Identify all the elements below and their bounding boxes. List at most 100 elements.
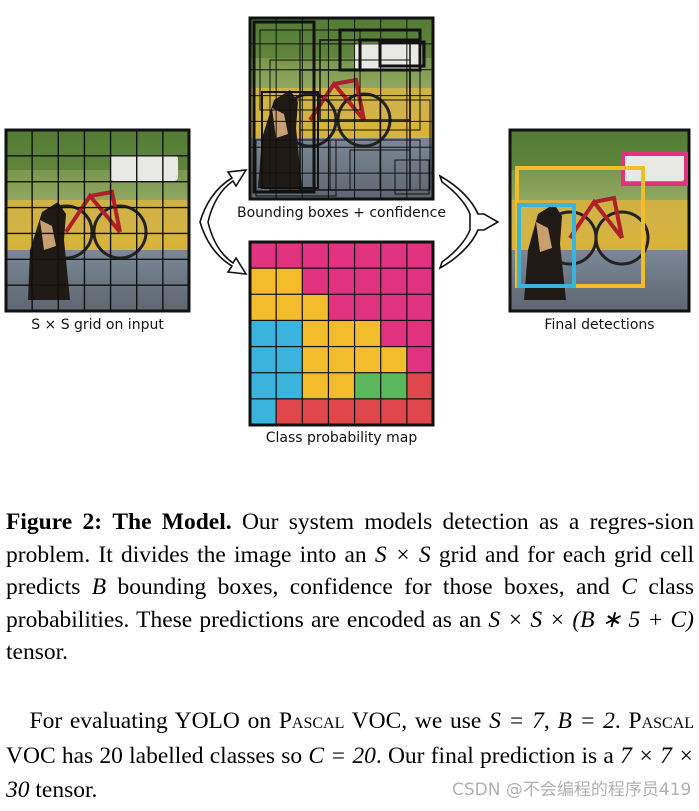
csdn-watermark: CSDN @不会编程的程序员419 [452, 780, 692, 800]
class-cell [353, 267, 382, 296]
classmap-label: Class probability map [265, 430, 418, 446]
class-cell [327, 293, 356, 322]
class-cell [380, 319, 408, 348]
class-cell [406, 345, 435, 374]
class-cell [301, 345, 330, 374]
class-cell [275, 267, 304, 296]
predicted-box [252, 20, 316, 194]
predicted-box [378, 40, 426, 68]
class-cell [353, 345, 382, 374]
input-grid [6, 130, 189, 311]
class-cell [249, 345, 278, 374]
class-cell [353, 398, 382, 427]
class-cell [327, 345, 356, 374]
class-cell [327, 372, 356, 400]
class-cell [406, 398, 435, 427]
caption-text-5: tensor. [6, 639, 69, 665]
class-cell [275, 345, 304, 374]
class-cell [249, 398, 278, 427]
class-cell [327, 241, 356, 270]
class-probability-map [249, 241, 435, 427]
class-cell [275, 293, 304, 322]
class-cell [249, 241, 278, 270]
class-cell [406, 267, 435, 296]
class-cell [301, 372, 330, 400]
detection-dog-box [517, 203, 576, 288]
caption-math-4: S × S × (B ∗ 5 + C) [488, 606, 694, 633]
class-cell [301, 398, 330, 427]
para-text-6: . Our final prediction is a [375, 742, 621, 769]
predicted-box [259, 29, 361, 111]
class-cell [380, 293, 408, 322]
classmap-panel-border [248, 240, 435, 427]
class-cell [249, 293, 278, 322]
boxes-panel-border [248, 16, 435, 201]
class-cell [353, 241, 382, 270]
boxes-label: Bounding boxes + confidence [237, 205, 446, 221]
final-panel-border [508, 128, 691, 313]
final-label: Final detections [544, 317, 655, 333]
class-cell [301, 241, 330, 270]
para-text-4: . [614, 708, 629, 734]
caption-math-2: B [91, 574, 107, 600]
caption-math-3: C [621, 574, 637, 600]
class-cell [406, 241, 435, 270]
predicted-box [394, 159, 430, 195]
class-cell [275, 372, 304, 400]
caption-text-4: class probabilities. These predictions a… [6, 574, 695, 633]
para-math-1: S = 7 [489, 708, 544, 734]
class-cell [327, 319, 356, 348]
class-cell [301, 293, 330, 322]
class-cell [353, 319, 382, 348]
class-cell [353, 372, 382, 400]
predicted-box [379, 99, 431, 191]
caption-label: Figure 2: [6, 509, 103, 535]
figure-canvas [4, 16, 691, 427]
input-photo [6, 130, 189, 311]
class-cell [380, 241, 408, 270]
para-math-2: B = 2 [557, 708, 615, 734]
class-cell [406, 372, 435, 400]
class-cell [327, 267, 356, 296]
caption-text-3: bounding boxes, confidence for those box… [106, 574, 622, 600]
body-paragraph: For evaluating YOLO on Pascal VOC, we us… [6, 704, 694, 808]
para-math-3: C = 20 [308, 742, 376, 769]
final-photo [510, 130, 689, 311]
input-label: S × S grid on input [31, 317, 164, 333]
input-panel-border [4, 128, 191, 313]
class-cell [380, 372, 408, 400]
class-cell [275, 398, 304, 427]
caption-title: The Model. [112, 509, 232, 535]
class-cell [380, 345, 408, 374]
caption-text-1: Our system models detection as a regres-… [6, 509, 694, 568]
yolo-figure: S × S grid on input Bounding boxes + con… [4, 16, 691, 446]
class-cell [301, 267, 330, 296]
class-cell [380, 267, 408, 296]
figure-caption: Figure 2: The Model. Our system models d… [6, 506, 694, 669]
caption-text-2: grid and for each grid cell predicts [6, 541, 695, 601]
class-cell [275, 319, 304, 348]
pascal-2: Pascal [628, 708, 695, 734]
predicted-boxes [252, 20, 431, 197]
split-arrows [199, 169, 248, 275]
class-cell [353, 293, 382, 322]
para-text-5: VOC has 20 labelled classes so [6, 742, 309, 769]
caption-math-1: S × S [374, 541, 431, 568]
para-text-2: VOC, we use [344, 708, 490, 734]
pascal-1: Pascal [278, 708, 345, 734]
class-cell [301, 319, 330, 348]
class-cell [275, 241, 304, 270]
merge-arrows [438, 174, 500, 270]
class-cell [249, 267, 278, 296]
class-cell [380, 398, 408, 427]
class-cell [406, 293, 435, 322]
class-cell [406, 319, 435, 348]
predicted-box [255, 139, 337, 197]
para-text-3: , [543, 708, 558, 734]
class-cell [249, 372, 278, 400]
para-text-7: tensor. [29, 777, 98, 803]
para-text-1: For evaluating YOLO on [29, 708, 279, 734]
class-cell [249, 319, 278, 348]
para-math-4: 7 × 7 × 30 [6, 742, 694, 804]
class-cell [327, 398, 356, 427]
